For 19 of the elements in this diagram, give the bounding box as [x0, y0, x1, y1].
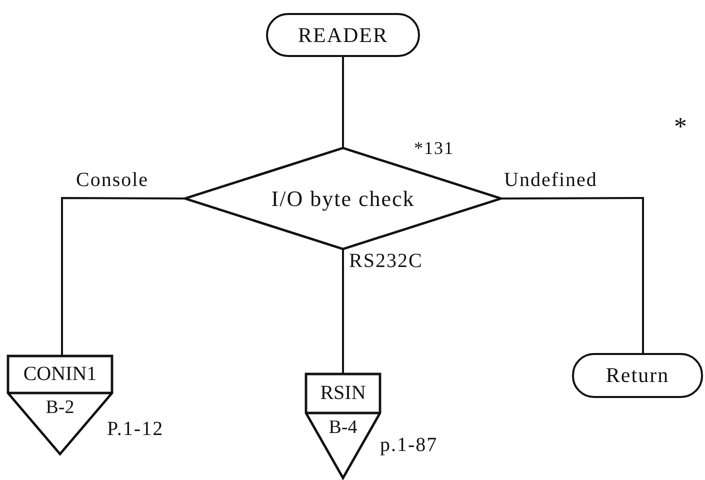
note-marker: *	[674, 112, 688, 142]
page-reference: P.1-12	[107, 418, 164, 441]
connector-line	[61, 197, 184, 355]
connector-line	[502, 197, 644, 353]
decision-text: I/O byte check	[271, 186, 415, 212]
edge-label: RS232C	[349, 250, 423, 273]
offpage-connector	[305, 373, 381, 479]
connector-code: B-2	[44, 397, 76, 419]
page-reference: p.1-87	[380, 434, 438, 457]
edge-label: Console	[76, 169, 149, 192]
connector-label: RSIN	[319, 381, 367, 406]
note-marker: *131	[414, 138, 454, 159]
edge-label: Undefined	[504, 169, 598, 192]
connector-code: B-4	[328, 417, 358, 439]
terminal-box: Return	[572, 353, 703, 398]
connector-label: CONIN1	[22, 362, 98, 387]
connector-line	[342, 57, 344, 147]
terminal-box: READER	[266, 13, 420, 57]
connector-line	[342, 250, 344, 373]
